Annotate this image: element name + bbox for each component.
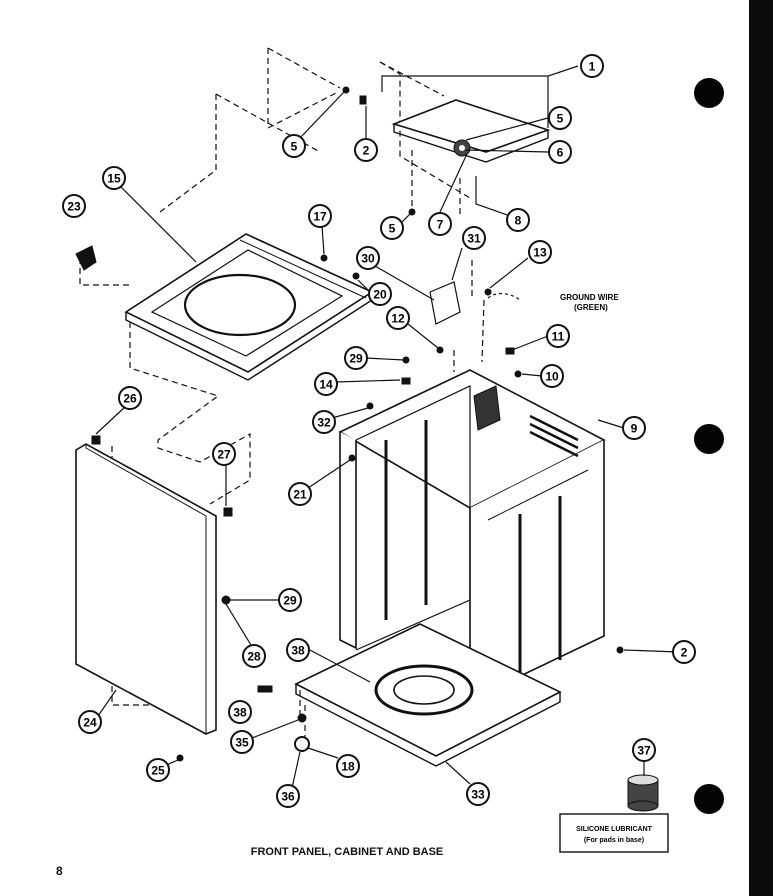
callout-c21: 21 (288, 482, 312, 506)
svg-text:5: 5 (557, 112, 564, 126)
binder-hole-bottom (694, 784, 724, 814)
svg-text:29: 29 (283, 594, 297, 608)
callout-c18: 18 (336, 754, 360, 778)
callout-c28: 28 (242, 644, 266, 668)
svg-text:36: 36 (281, 790, 295, 804)
callout-c10: 10 (540, 364, 564, 388)
callout-c31: 31 (462, 226, 486, 250)
callout-c30: 30 (356, 246, 380, 270)
svg-text:17: 17 (313, 210, 327, 224)
svg-text:30: 30 (361, 252, 375, 266)
callout-c26: 26 (118, 386, 142, 410)
top-panel-part (124, 233, 374, 381)
callout-c17: 17 (308, 204, 332, 228)
callout-c13: 13 (528, 240, 552, 264)
binder-hole-middle (694, 424, 724, 454)
callout-c23: 23 (62, 194, 86, 218)
svg-text:29: 29 (349, 352, 363, 366)
callout-c14: 14 (314, 372, 338, 396)
lubricant-subtitle: (For pads in base) (584, 837, 644, 844)
callout-c8: 8 (506, 208, 530, 232)
diagram-caption: FRONT PANEL, CABINET AND BASE (250, 846, 444, 858)
page-number: 8 (56, 864, 63, 878)
callout-c6: 6 (548, 140, 572, 164)
callout-c15: 15 (102, 166, 126, 190)
top-lid-part (391, 99, 551, 163)
callout-c24: 24 (78, 710, 102, 734)
callout-c25: 25 (146, 758, 170, 782)
svg-text:15: 15 (107, 172, 121, 186)
lubricant-title: SILICONE LUBRICANT (576, 826, 653, 833)
svg-text:14: 14 (319, 378, 333, 392)
svg-text:20: 20 (373, 288, 387, 302)
scanned-page-edge (749, 0, 773, 896)
svg-text:32: 32 (317, 416, 331, 430)
cabinet-part (338, 369, 606, 702)
svg-text:5: 5 (291, 140, 298, 154)
svg-text:37: 37 (637, 744, 651, 758)
callout-c12: 12 (386, 306, 410, 330)
callout-c29b: 29 (278, 588, 302, 612)
callout-c5c: 5 (380, 216, 404, 240)
callout-c20: 20 (368, 282, 392, 306)
ground-wire-line (487, 292, 521, 301)
svg-text:24: 24 (83, 716, 97, 730)
svg-text:2: 2 (363, 144, 370, 158)
svg-text:1: 1 (589, 60, 596, 74)
ground-wire-label: GROUND WIRE (560, 293, 619, 302)
callout-c38a: 38 (286, 638, 310, 662)
callout-c5a: 5 (282, 134, 306, 158)
callout-c29a: 29 (344, 346, 368, 370)
callout-c7: 7 (428, 212, 452, 236)
callout-c32: 32 (312, 410, 336, 434)
svg-text:8: 8 (515, 214, 522, 228)
svg-text:38: 38 (291, 644, 305, 658)
front-panel-part (75, 443, 217, 735)
lubricant-label-box (559, 813, 669, 853)
small-hardware (75, 86, 624, 762)
callout-c2b: 2 (672, 640, 696, 664)
svg-text:18: 18 (341, 760, 355, 774)
svg-text:27: 27 (217, 448, 231, 462)
svg-text:13: 13 (533, 246, 547, 260)
svg-text:2: 2 (681, 646, 688, 660)
svg-text:9: 9 (631, 422, 638, 436)
base-part (294, 623, 562, 767)
svg-text:38: 38 (233, 706, 247, 720)
leader-lines (95, 65, 679, 789)
callout-c11: 11 (546, 324, 570, 348)
callout-c5b: 5 (548, 106, 572, 130)
ground-wire-sublabel: (GREEN) (574, 303, 608, 312)
svg-text:25: 25 (151, 764, 165, 778)
svg-text:21: 21 (293, 488, 307, 502)
callout-c38b: 38 (228, 700, 252, 724)
svg-text:23: 23 (67, 200, 81, 214)
callout-c9: 9 (622, 416, 646, 440)
callout-c37: 37 (632, 738, 656, 762)
svg-text:6: 6 (557, 146, 564, 160)
callout-c1: 1 (580, 54, 604, 78)
svg-text:33: 33 (471, 788, 485, 802)
svg-text:31: 31 (467, 232, 481, 246)
svg-text:12: 12 (391, 312, 405, 326)
callout-c36: 36 (276, 784, 300, 808)
callout-c35: 35 (230, 730, 254, 754)
svg-text:26: 26 (123, 392, 137, 406)
svg-text:11: 11 (552, 330, 565, 344)
callout-c2a: 2 (354, 138, 378, 162)
callout-c33: 33 (466, 782, 490, 806)
svg-text:35: 35 (235, 736, 249, 750)
svg-text:28: 28 (247, 650, 261, 664)
binder-hole-top (694, 78, 724, 108)
svg-text:5: 5 (389, 222, 396, 236)
svg-text:10: 10 (545, 370, 559, 384)
callout-c27: 27 (212, 442, 236, 466)
silicone-lubricant-can (627, 774, 659, 812)
svg-text:7: 7 (437, 218, 444, 232)
